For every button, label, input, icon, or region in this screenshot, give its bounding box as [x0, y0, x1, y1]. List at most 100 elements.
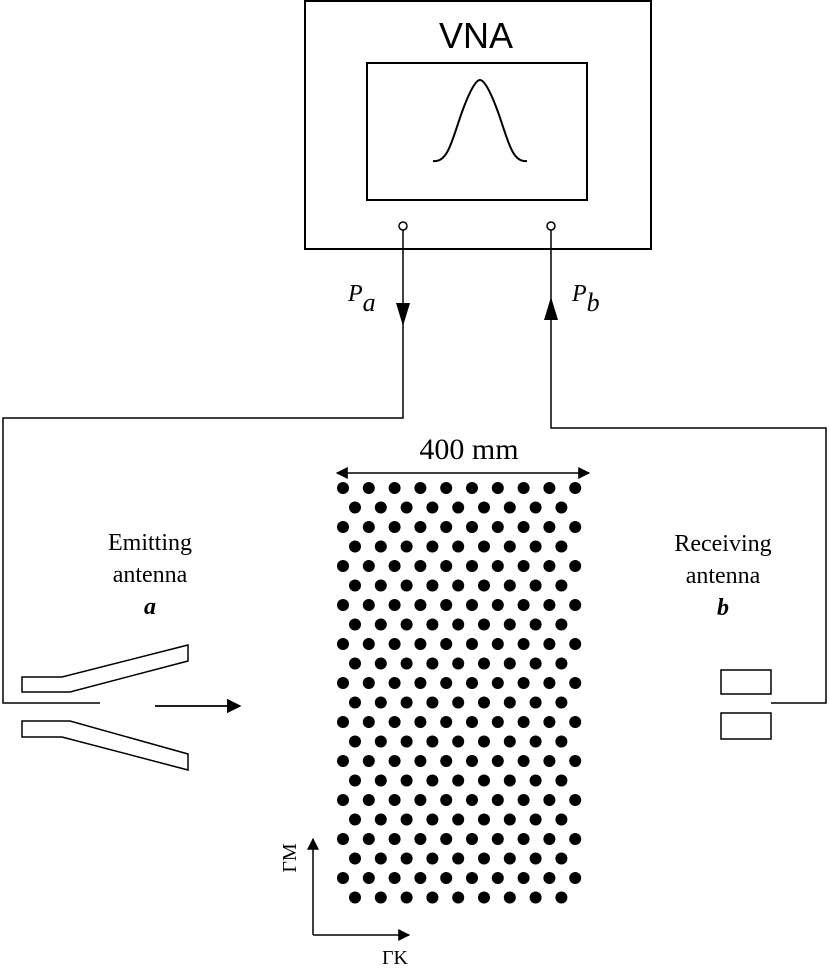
lattice-rod: [466, 677, 478, 689]
lattice-rod: [543, 755, 556, 767]
gamma-m-label: ΓM: [279, 843, 301, 873]
lattice-rod: [414, 677, 427, 689]
lattice-rod: [543, 638, 556, 650]
lattice-rod: [529, 579, 542, 592]
lattice-rod: [503, 735, 516, 748]
lattice-rod: [529, 813, 542, 826]
lattice-rod: [400, 540, 413, 553]
lattice-rod: [388, 521, 401, 533]
lattice-rod: [349, 735, 361, 748]
port-b-connector: [546, 221, 556, 231]
lattice-rod: [440, 560, 453, 572]
lattice-rod: [362, 521, 375, 533]
lattice-rod: [362, 482, 375, 494]
lattice-rod: [517, 755, 530, 767]
lattice-rod: [414, 521, 427, 533]
lattice-rod: [388, 482, 401, 494]
lattice-rod: [466, 560, 478, 572]
lattice-rod: [337, 560, 349, 572]
lattice-rod: [555, 696, 568, 709]
lattice-rod: [362, 599, 375, 611]
lattice-rod: [414, 638, 427, 650]
lattice-rod: [543, 677, 556, 689]
lattice-rod: [400, 657, 413, 670]
lattice-rod: [337, 599, 349, 611]
lattice-rod: [491, 677, 504, 689]
lattice-rod: [452, 618, 465, 631]
emitting-antenna: [21, 644, 189, 771]
lattice-rod: [400, 735, 413, 748]
lattice-rod: [388, 677, 401, 689]
lattice-rod: [466, 482, 478, 494]
width-dimension-label: 400 mm: [419, 433, 518, 466]
lattice-rod: [517, 677, 530, 689]
lattice-rod: [555, 852, 568, 865]
lattice-rod: [374, 501, 387, 514]
lattice-rod: [503, 540, 516, 553]
port-a-subscript: a: [363, 288, 376, 317]
lattice-rod: [440, 716, 453, 728]
lattice-rod: [426, 696, 439, 709]
lattice-rod: [337, 833, 349, 845]
lattice-rod: [569, 560, 582, 572]
lattice-rod: [543, 599, 556, 611]
vna-screen: [366, 62, 588, 201]
lattice-rod: [569, 677, 582, 689]
lattice-rod: [503, 579, 516, 592]
lattice-rod: [388, 794, 401, 806]
lattice-rod: [478, 618, 490, 631]
lattice-rod: [543, 794, 556, 806]
lattice-rod: [529, 618, 542, 631]
lattice-rod: [517, 716, 530, 728]
lattice-rod: [414, 872, 427, 884]
lattice-rod: [491, 755, 504, 767]
lattice-rod: [517, 833, 530, 845]
cable-b: [550, 230, 827, 704]
lattice-rod: [569, 872, 582, 884]
lattice-rod: [337, 794, 349, 806]
lattice-rod: [388, 872, 401, 884]
lattice-rod: [349, 852, 361, 865]
lattice-rod: [478, 735, 490, 748]
lattice-rod: [543, 482, 556, 494]
lattice-rod: [555, 813, 568, 826]
lattice-rod: [555, 501, 568, 514]
lattice-rod: [426, 618, 439, 631]
receiving-label-letter: b: [717, 595, 729, 621]
lattice-rod: [466, 638, 478, 650]
lattice-rod: [529, 501, 542, 514]
phononic-crystal-lattice: [337, 482, 582, 904]
lattice-rod: [349, 579, 361, 592]
cable-a: [2, 230, 404, 704]
lattice-rod: [388, 599, 401, 611]
lattice-rod: [362, 638, 375, 650]
lattice-rod: [426, 852, 439, 865]
lattice-rod: [374, 579, 387, 592]
lattice-rod: [491, 599, 504, 611]
port-a-symbol: P: [347, 281, 363, 307]
lattice-rod: [426, 540, 439, 553]
lattice-rod: [440, 794, 453, 806]
lattice-rod: [529, 735, 542, 748]
lattice-rod: [400, 852, 413, 865]
lattice-rod: [478, 501, 490, 514]
lattice-rod: [452, 501, 465, 514]
lattice-rod: [337, 755, 349, 767]
lattice-rod: [555, 618, 568, 631]
lattice-rod: [440, 638, 453, 650]
port-b-symbol: P: [571, 281, 587, 307]
lattice-rod: [362, 794, 375, 806]
lattice-rod: [503, 852, 516, 865]
lattice-rod: [452, 735, 465, 748]
lattice-rod: [337, 482, 349, 494]
lattice-rod: [349, 774, 361, 787]
lattice-rod: [414, 794, 427, 806]
lattice-rod: [569, 716, 582, 728]
lattice-rod: [517, 560, 530, 572]
lattice-rod: [362, 716, 375, 728]
lattice-rod: [374, 813, 387, 826]
lattice-rod: [555, 540, 568, 553]
lattice-rod: [362, 677, 375, 689]
lattice-rod: [374, 696, 387, 709]
lattice-rod: [452, 540, 465, 553]
